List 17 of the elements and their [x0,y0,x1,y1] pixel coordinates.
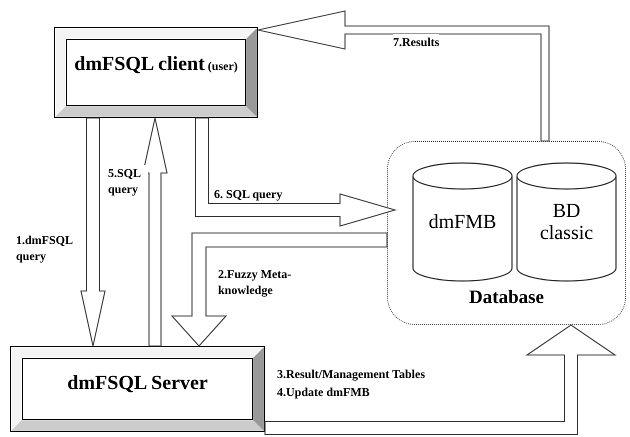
database-group [387,141,626,325]
block-arrow [194,117,397,227]
box-title: dmFSQL Server [67,371,208,395]
block-arrow [80,117,106,347]
box-title: dmFSQL client(user) [74,52,238,77]
block-arrow [142,117,168,347]
beveled-box [54,27,258,118]
edge-label: 5.SQL query [108,165,148,197]
block-arrow [264,324,617,436]
beveled-box [10,346,265,432]
group-title: Database [468,286,545,310]
database-cylinder [516,162,617,282]
block-arrow [257,10,550,142]
cylinder-label: BD classic [538,200,594,244]
block-arrow [170,232,388,347]
database-cylinder [412,162,513,282]
cylinder-label: dmFMB [428,211,498,233]
